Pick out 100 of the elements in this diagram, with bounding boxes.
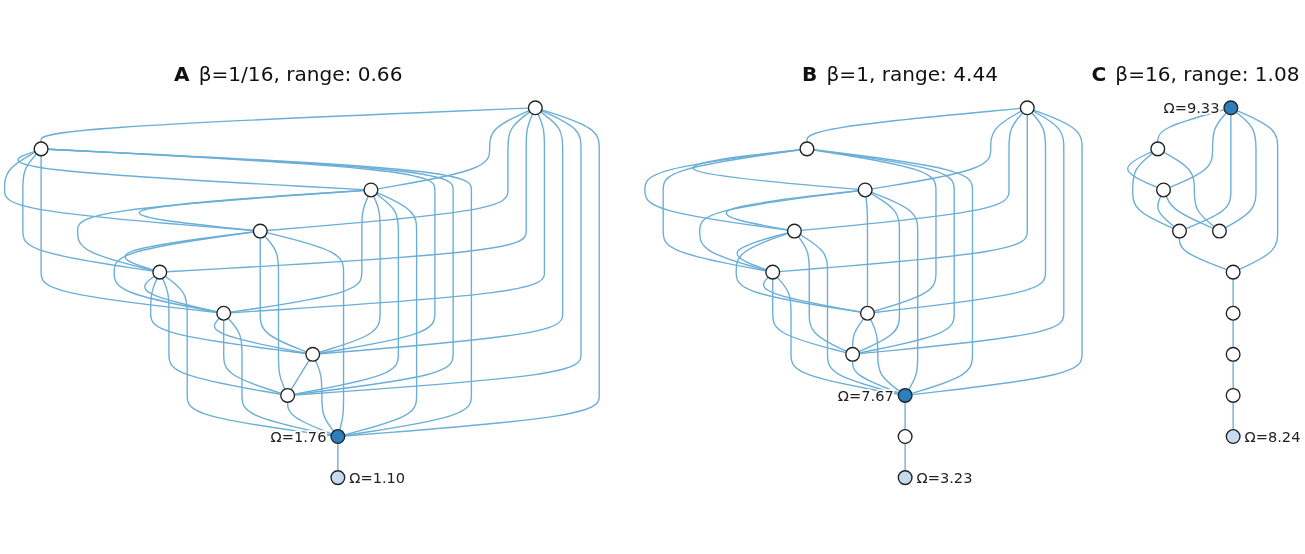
connector [778,113,1028,273]
node-circle [765,264,781,280]
connector [1132,152,1174,229]
connector [266,232,345,431]
connector [772,278,847,354]
node-circle [786,223,802,239]
connector [871,110,1022,190]
omega-value-label: Ω=1.10 [349,469,406,487]
connector [318,111,564,355]
connector [873,112,1047,314]
panel-heading: β=1/16, range: 0.66 [198,62,403,87]
node-circle [1225,264,1241,280]
node-circle [897,387,913,403]
node-circle [1211,223,1227,239]
connector [1157,195,1175,228]
node-circle [363,182,379,198]
connector [266,111,531,232]
panel-letter: B [802,62,818,87]
node-circle [1225,387,1241,403]
connector [124,231,255,271]
node-circle [305,346,321,362]
connector [286,401,333,435]
node-circle [152,264,168,280]
connector [229,195,369,313]
connector [343,192,418,436]
connector [259,237,308,353]
panel-letter: A [174,62,190,87]
connector [797,235,848,353]
node-circle [1156,182,1172,198]
connector [1165,195,1214,229]
omega-value-label: Ω=1.76 [270,428,327,445]
connector [904,401,906,431]
connector [776,276,900,395]
node-circle [330,429,346,445]
connector [223,319,282,394]
connector [865,196,869,308]
connector [736,232,789,271]
panel-heading: β=16, range: 1.08 [1115,62,1300,87]
connector [290,359,310,391]
node-circle [1225,305,1241,321]
connector [344,109,600,437]
connector [293,109,582,396]
connector [1127,151,1158,188]
connector [40,155,218,314]
node-circle [897,429,913,445]
connector [806,107,1022,143]
node-circle [857,182,873,198]
connector [213,317,307,354]
omega-value-label: Ω=3.23 [916,469,973,487]
connector [1169,112,1227,188]
node-circle [1223,100,1239,116]
connector [851,318,865,349]
connector [22,153,154,272]
connector [337,442,339,472]
connector [40,107,530,143]
node-circle [1019,100,1035,116]
connector [692,148,860,191]
panel-letter: C [1091,62,1107,87]
node-circle [330,470,346,486]
node-circle [897,470,913,486]
connector [17,150,365,191]
connector [264,235,286,390]
connector [47,148,473,437]
connector [144,275,218,313]
connector [227,317,332,436]
node-circle [1171,223,1188,239]
omega-value-label: Ω=7.67 [837,386,894,404]
connector [735,232,862,313]
connector [662,149,801,272]
connector [293,193,400,395]
connector [113,231,255,313]
connector [1224,111,1257,229]
omega-value-label: Ω=8.24 [1244,428,1301,445]
node-circle [799,141,815,157]
connector [762,276,862,313]
node-circle [33,141,49,157]
omega-value-label: Ω=9.33 [1163,99,1220,117]
connector [1178,237,1228,271]
connector [1232,278,1234,308]
connector [1163,151,1215,228]
connector [911,109,1083,396]
connector [1232,401,1234,431]
connector [799,234,900,395]
connector [858,110,1065,355]
connector [229,113,546,314]
node-circle [1225,346,1241,362]
node-circle [252,223,268,239]
connector [1232,360,1234,390]
connector [800,112,1024,232]
connector [161,277,282,395]
connector [164,275,332,437]
connector [904,442,906,472]
connector [1236,109,1279,270]
connector [1185,113,1232,230]
node-circle [845,346,861,362]
connector [870,191,919,391]
connector [851,360,900,394]
connector [165,113,534,273]
connector [813,149,974,395]
node-circle [859,305,875,321]
